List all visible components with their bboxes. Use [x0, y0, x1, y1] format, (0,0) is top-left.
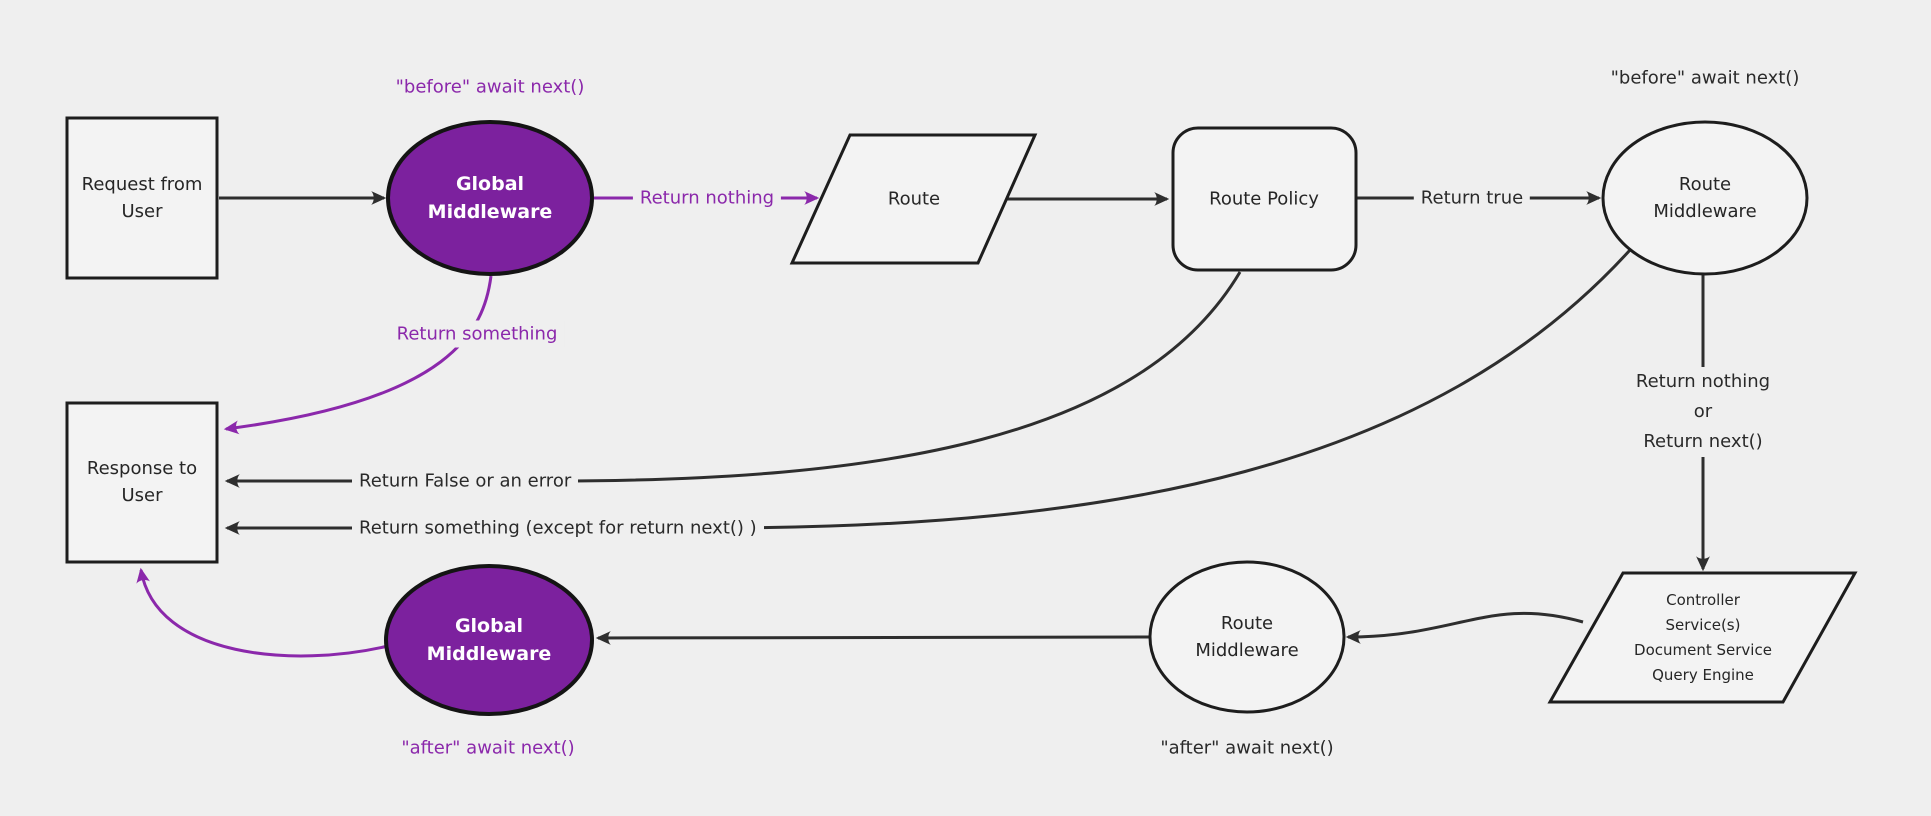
edge-route-policy-return-false [224, 271, 1242, 488]
global-middleware-top-node [386, 120, 594, 276]
route-middleware-bottom-label: Route Middleware [1195, 613, 1299, 661]
edge-global-middleware-bottom-to-response [136, 567, 389, 658]
global-middleware-bottom-node [384, 564, 594, 716]
route-node [789, 133, 1038, 265]
route-middleware-top-label: Route Middleware [1653, 174, 1757, 222]
before-await-next-global-label: "before" await next() [395, 76, 585, 98]
request-node [65, 116, 219, 280]
return-false-or-error-label: Return False or an error [352, 467, 579, 495]
return-nothing-or-next-label: Return nothing or Return next() [1628, 367, 1778, 457]
return-something-label: Return something [389, 320, 565, 348]
return-nothing-label: Return nothing [632, 184, 782, 212]
after-await-next-global-label: "after" await next() [401, 737, 575, 759]
route-middleware-bottom-node [1148, 560, 1346, 714]
response-node [65, 401, 219, 564]
return-true-label: Return true [1413, 184, 1531, 212]
response-node-label: Response to User [86, 458, 198, 506]
route-middleware-top-node [1601, 120, 1809, 276]
edge-route-middleware-bottom-to-global-middleware-bottom [595, 631, 1151, 645]
request-node-label: Request from User [81, 174, 203, 222]
edge-route-middleware-return-something [224, 248, 1632, 535]
global-middleware-top-label: Global Middleware [427, 173, 553, 223]
before-await-next-route-label: "before" await next() [1610, 67, 1800, 89]
after-await-next-route-label: "after" await next() [1160, 737, 1334, 759]
edge-controller-to-route-middleware-bottom [1345, 611, 1584, 644]
return-something-except-label: Return something (except for return next… [352, 514, 764, 542]
controller-node [1547, 571, 1858, 704]
controller-node-label: Controller Service(s) Document Service Q… [1634, 591, 1772, 684]
edge-global-middleware-return-something [223, 275, 493, 435]
global-middleware-bottom-label: Global Middleware [426, 615, 552, 665]
route-node-label: Route [887, 188, 941, 210]
route-policy-label: Route Policy [1209, 188, 1319, 210]
route-policy-node [1171, 126, 1358, 272]
